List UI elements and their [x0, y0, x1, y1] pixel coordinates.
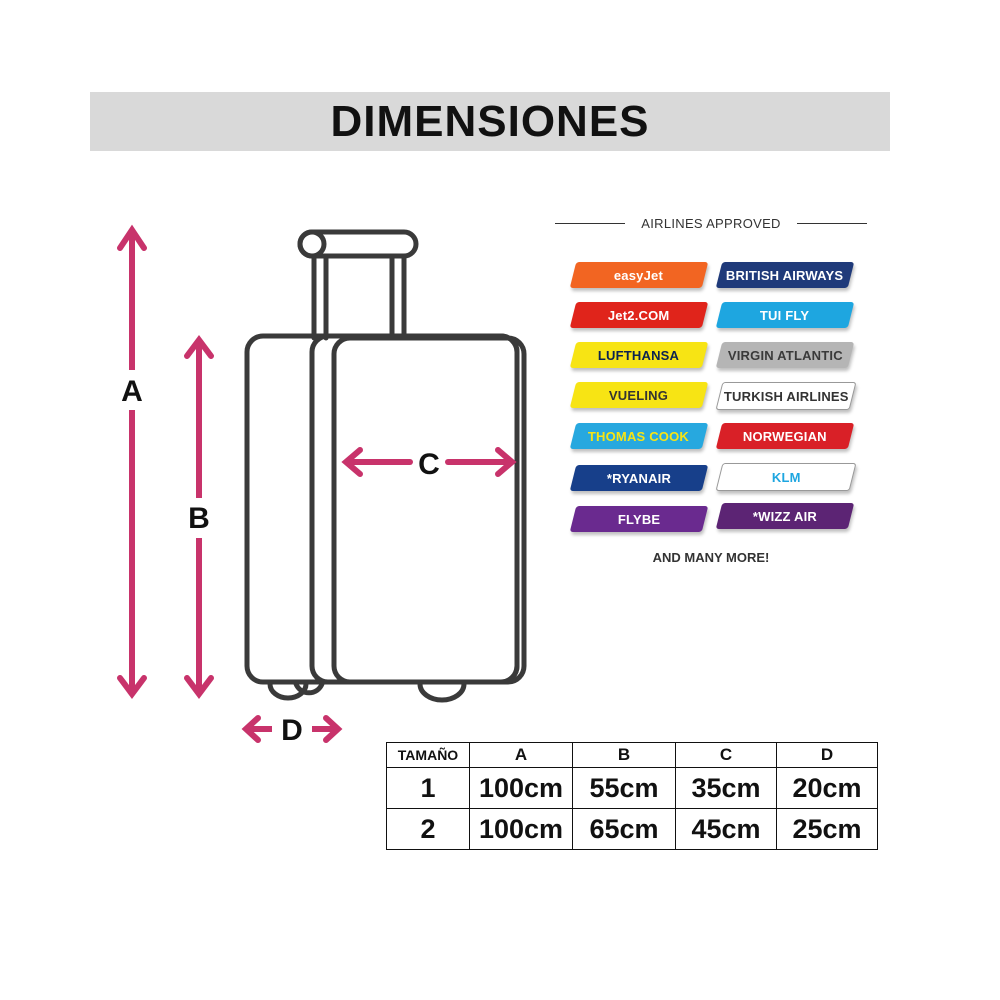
- airline-badge-jet2: Jet2.COM: [569, 302, 709, 328]
- airline-badge-norwegian: NORWEGIAN: [715, 423, 855, 449]
- airline-name: *WIZZ AIR: [752, 508, 818, 524]
- airline-name: VIRGIN ATLANTIC: [727, 347, 843, 363]
- airline-name: FLYBE: [617, 511, 661, 527]
- airline-name: NORWEGIAN: [743, 428, 827, 444]
- table-row: 2 100cm 65cm 45cm 25cm: [386, 808, 878, 850]
- size-table: TAMAÑO A B C D 1 100cm 55cm 35cm 20cm 2 …: [386, 742, 878, 850]
- airline-name: VUELING: [609, 387, 669, 403]
- arrow-a-bottom-head: [117, 675, 147, 699]
- page-title: DIMENSIONES: [330, 96, 650, 146]
- airline-badge-wizz-air: *WIZZ AIR: [715, 503, 855, 529]
- heading-rule-right: [796, 222, 867, 224]
- arrow-c-right-head: [495, 447, 517, 477]
- arrow-b-bottom-head: [184, 675, 214, 699]
- airline-badge-thomas-cook: THOMAS COOK: [569, 423, 709, 449]
- label-a-backdrop: [116, 370, 148, 410]
- wheel-front: [417, 681, 467, 703]
- heading-rule-left: [555, 222, 625, 224]
- table-cell: 35cm: [675, 767, 777, 809]
- table-header: A: [469, 742, 573, 768]
- table-cell: 2: [386, 808, 470, 850]
- table-header: TAMAÑO: [386, 742, 470, 768]
- dimension-label-c: C: [418, 448, 440, 481]
- arrow-b-top-head: [184, 335, 214, 359]
- airline-name: LUFTHANSA: [598, 347, 680, 363]
- table-header: D: [776, 742, 878, 768]
- airline-name: KLM: [771, 469, 801, 485]
- handle-end: [297, 229, 327, 259]
- airline-badge-virgin-atlantic: VIRGIN ATLANTIC: [715, 342, 855, 368]
- airline-badge-british-airways: BRITISH AIRWAYS: [715, 262, 855, 288]
- airline-badge-tui-fly: TUI FLY: [715, 302, 855, 328]
- airlines-footer: AND MANY MORE!: [652, 550, 770, 565]
- table-row: 1 100cm 55cm 35cm 20cm: [386, 767, 878, 809]
- airline-name: Jet2.COM: [608, 307, 670, 323]
- title-banner: DIMENSIONES: [90, 92, 890, 151]
- airlines-heading: AIRLINES APPROVED: [641, 215, 781, 231]
- dimension-label-d: D: [281, 714, 303, 747]
- table-cell: 25cm: [776, 808, 878, 850]
- suitcase-side-panel: [309, 333, 520, 685]
- airline-badge-lufthansa: LUFTHANSA: [569, 342, 709, 368]
- table-header-row: TAMAÑO A B C D: [386, 742, 878, 768]
- airline-name: BRITISH AIRWAYS: [726, 267, 844, 283]
- airline-name: *RYANAIR: [606, 470, 672, 486]
- airlines-heading-row: AIRLINES APPROVED: [555, 210, 867, 236]
- label-b-backdrop: [183, 498, 215, 538]
- airline-name: TUI FLY: [760, 307, 810, 323]
- airlines-approved-panel: AIRLINES APPROVED easyJet BRITISH AIRWAY…: [555, 210, 867, 565]
- airline-badge-klm: KLM: [715, 463, 857, 491]
- table-cell: 100cm: [469, 767, 573, 809]
- arrow-d-right-head: [323, 715, 343, 743]
- arrow-a-top-head: [117, 224, 147, 251]
- table-cell: 20cm: [776, 767, 878, 809]
- suitcase-back-panel: [244, 333, 520, 685]
- airline-badge-flybe: FLYBE: [569, 506, 709, 532]
- arrow-c-left-head: [341, 447, 363, 477]
- table-cell: 100cm: [469, 808, 573, 850]
- airline-name: THOMAS COOK: [588, 428, 690, 444]
- table-cell: 65cm: [572, 808, 676, 850]
- dimension-label-a: A: [121, 375, 143, 408]
- table-cell: 1: [386, 767, 470, 809]
- airline-name: TURKISH AIRLINES: [723, 388, 849, 404]
- wheel-back-2: [293, 681, 325, 696]
- table-header: C: [675, 742, 777, 768]
- table-cell: 55cm: [572, 767, 676, 809]
- table-cell: 45cm: [675, 808, 777, 850]
- wheel-back: [267, 681, 309, 701]
- dimension-label-b: B: [188, 502, 210, 535]
- airline-name: easyJet: [614, 267, 664, 283]
- airline-badge-turkish-airlines: TURKISH AIRLINES: [715, 382, 857, 410]
- table-header: B: [572, 742, 676, 768]
- arrow-d-left-head: [241, 715, 261, 743]
- airline-badge-ryanair: *RYANAIR: [569, 465, 709, 491]
- suitcase-front-panel: [331, 335, 527, 685]
- label-d-backdrop: [272, 710, 312, 750]
- airline-badge-vueling: VUELING: [569, 382, 709, 408]
- airline-badge-easyjet: easyJet: [569, 262, 709, 288]
